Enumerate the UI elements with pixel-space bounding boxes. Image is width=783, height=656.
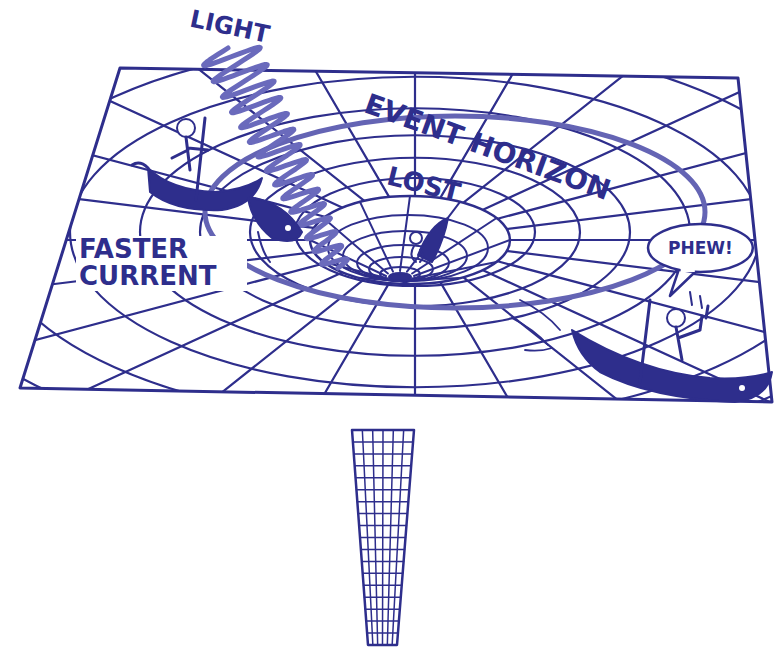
light-label: LIGHT: [185, 6, 275, 49]
speech-bubble: PHEW!: [646, 222, 755, 274]
bubble-text: PHEW!: [668, 238, 733, 258]
current-label: FASTER CURRENT: [76, 236, 247, 291]
